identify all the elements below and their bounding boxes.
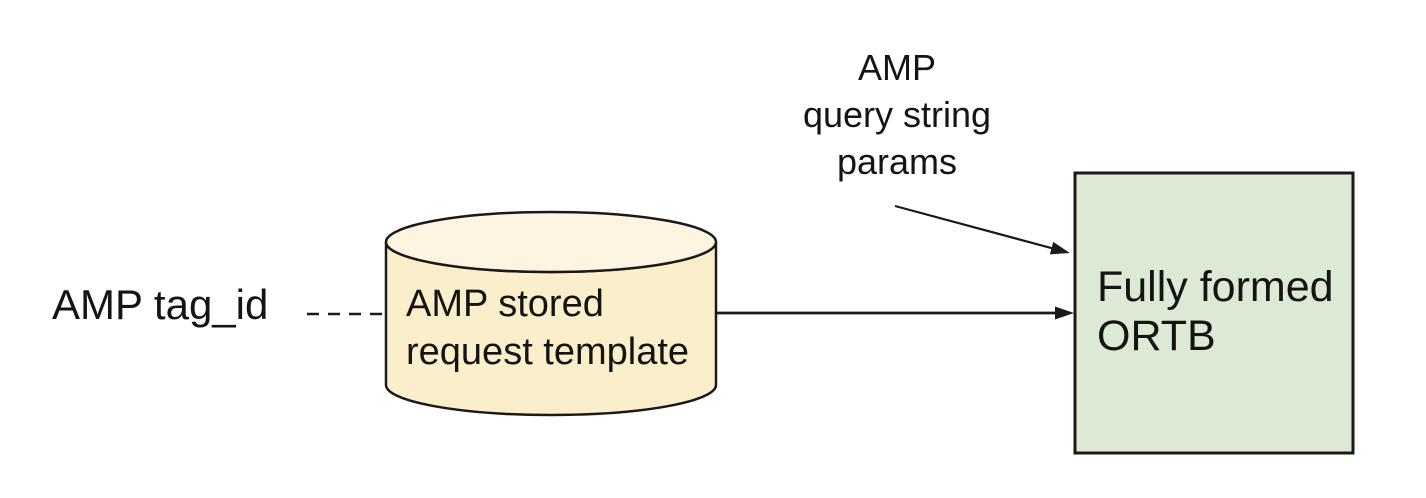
stored-request-label-line1: AMP stored xyxy=(406,283,604,325)
ortb-box-rect xyxy=(1073,171,1355,455)
stored-request-cylinder-top xyxy=(384,210,718,274)
amp-tag-id-label: AMP tag_id xyxy=(52,281,269,328)
connector-query-params-to-ortb xyxy=(894,204,1070,255)
query-params-label-line1: AMP xyxy=(857,47,936,88)
ortb-box-label-line2: ORTB xyxy=(1097,312,1216,360)
query-params-label-line2: query string xyxy=(802,94,992,135)
query-params-label-line3: params xyxy=(836,141,958,182)
ortb-box-label: Fully formed ORTB xyxy=(1097,263,1334,361)
ortb-box-label-line1: Fully formed xyxy=(1097,263,1334,311)
query-params-label: AMP query string params xyxy=(745,44,1049,185)
stored-request-label-line2: request template xyxy=(406,331,690,373)
stored-request-label: AMP stored request template xyxy=(406,280,689,376)
